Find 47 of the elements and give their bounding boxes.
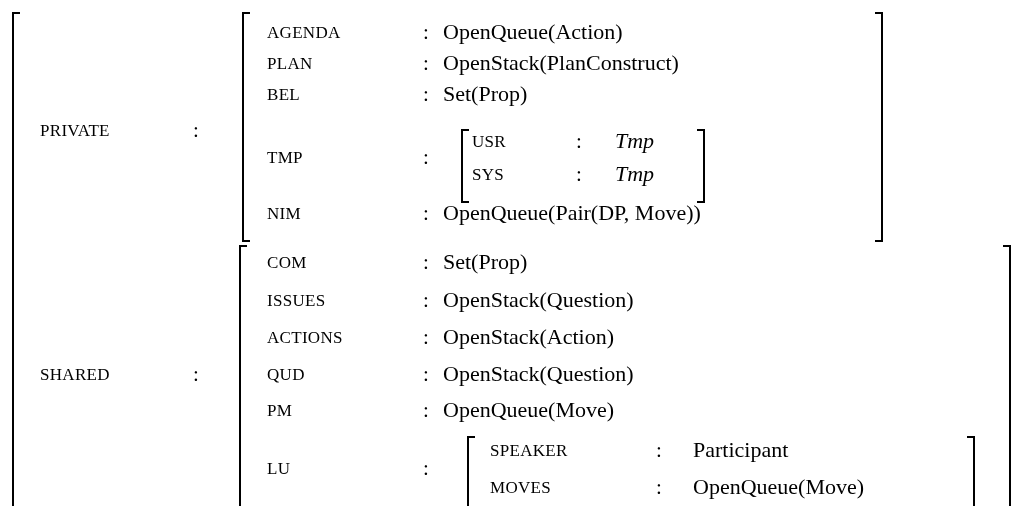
colon-separator: : <box>423 326 429 348</box>
colon-separator: : <box>423 399 429 421</box>
type-value: Set(Prop) <box>443 251 528 273</box>
feature-name: AGENDA <box>267 23 341 41</box>
colon-separator: : <box>193 119 199 141</box>
feature-name: PM <box>267 401 293 419</box>
type-variable: Tmp <box>615 163 655 185</box>
feature-name: SPEAKER <box>490 441 568 459</box>
feature-name: TMP <box>267 148 303 166</box>
colon-separator: : <box>423 146 429 168</box>
feature-name: QUD <box>267 365 305 383</box>
type-value: Participant <box>693 439 789 461</box>
type-value: OpenQueue(Move) <box>443 399 615 421</box>
type-value: OpenStack(Question) <box>443 363 634 385</box>
colon-separator: : <box>576 130 582 152</box>
colon-separator: : <box>423 457 429 479</box>
type-value: OpenStack(Question) <box>443 289 634 311</box>
feature-name: COM <box>267 253 307 271</box>
colon-separator: : <box>423 21 429 43</box>
feature-name: PLAN <box>267 54 313 72</box>
type-value: OpenQueue(Action) <box>443 21 623 43</box>
colon-separator: : <box>423 83 429 105</box>
colon-separator: : <box>423 289 429 311</box>
feature-name: BEL <box>267 85 300 103</box>
feature-name: PRIVATE <box>40 121 110 139</box>
feature-name: USR <box>472 132 506 150</box>
feature-name: SHARED <box>40 365 110 383</box>
colon-separator: : <box>656 439 662 461</box>
colon-separator: : <box>423 52 429 74</box>
type-variable: Tmp <box>615 130 655 152</box>
type-value: OpenQueue(Pair(DP, Move)) <box>443 202 701 224</box>
type-value: OpenQueue(Move) <box>693 476 865 498</box>
colon-separator: : <box>576 163 582 185</box>
feature-name: ACTIONS <box>267 328 343 346</box>
colon-separator: : <box>656 476 662 498</box>
colon-separator: : <box>423 363 429 385</box>
colon-separator: : <box>193 363 199 385</box>
feature-name: LU <box>267 459 291 477</box>
type-value: OpenStack(Action) <box>443 326 615 348</box>
feature-name: NIM <box>267 204 301 222</box>
feature-name: MOVES <box>490 478 551 496</box>
feature-name: ISSUES <box>267 291 326 309</box>
colon-separator: : <box>423 202 429 224</box>
type-value: Set(Prop) <box>443 83 528 105</box>
feature-name: SYS <box>472 165 505 183</box>
type-value: OpenStack(PlanConstruct) <box>443 52 679 74</box>
colon-separator: : <box>423 251 429 273</box>
